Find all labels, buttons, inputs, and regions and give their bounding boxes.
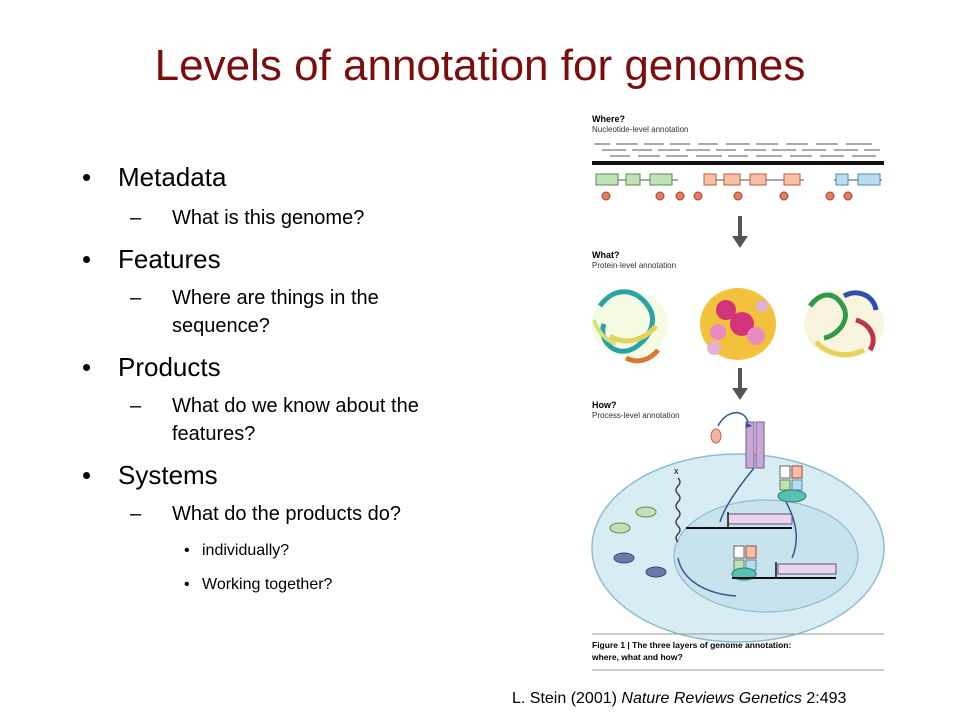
sub-bullet-systems: –What do the products do? bbox=[130, 503, 402, 525]
how-subtitle: Process-level annotation bbox=[592, 411, 680, 420]
mrna-squiggle bbox=[675, 477, 681, 543]
how-title: How? bbox=[592, 400, 617, 410]
sequence-read-lines bbox=[594, 143, 880, 157]
what-subtitle: Protein-level annotation bbox=[592, 261, 676, 270]
bullet-products: •Products bbox=[82, 352, 221, 382]
feature-dots bbox=[601, 191, 853, 201]
signal-arrows bbox=[677, 467, 798, 597]
bullet-metadata: •Metadata bbox=[82, 162, 227, 192]
citation: L. Stein (2001) Nature Reviews Genetics … bbox=[512, 690, 847, 707]
receptor-icon bbox=[710, 412, 765, 469]
gene-exons-3 bbox=[835, 173, 881, 186]
figure-caption-line-1: Figure 1 | The three layers of genome an… bbox=[592, 640, 791, 650]
gene-exons bbox=[595, 173, 673, 186]
figure-caption-line-2: where, what and how? bbox=[591, 652, 683, 662]
gene-exons-2 bbox=[703, 173, 801, 186]
slide-title: Levels of annotation for genomes bbox=[154, 41, 806, 90]
sub-bullet-metadata: –What is this genome? bbox=[130, 207, 365, 229]
sub-sub-bullet-working-together: •Working together? bbox=[184, 576, 333, 593]
what-title: What? bbox=[592, 250, 620, 260]
cytoplasm-ovals bbox=[609, 506, 667, 578]
bullet-systems: •Systems bbox=[82, 460, 218, 490]
figure-svg: Where? Nucleotide-level annotation bbox=[591, 114, 885, 671]
transcription-complex-1 bbox=[777, 465, 807, 503]
bullet-list: •Metadata –What is this genome? •Feature… bbox=[80, 160, 520, 596]
gene-promoter-2 bbox=[732, 562, 837, 579]
where-subtitle: Nucleotide-level annotation bbox=[592, 125, 689, 134]
down-arrow-icon bbox=[732, 216, 748, 248]
protein-structure-3 bbox=[804, 290, 884, 358]
genome-annotation-figure: Where? Nucleotide-level annotation bbox=[586, 110, 890, 674]
where-title: Where? bbox=[592, 114, 625, 124]
protein-structure-2 bbox=[700, 288, 776, 360]
genome-sequence-bar bbox=[592, 161, 884, 165]
down-arrow-icon-2 bbox=[732, 368, 748, 400]
marker-x: x bbox=[674, 466, 679, 476]
sub-sub-bullet-individually: •individually? bbox=[184, 542, 290, 559]
protein-structure-1 bbox=[592, 289, 668, 364]
bullet-features: •Features bbox=[82, 244, 221, 274]
gene-promoter-1 bbox=[686, 512, 793, 529]
transcription-complex-2 bbox=[731, 545, 757, 581]
